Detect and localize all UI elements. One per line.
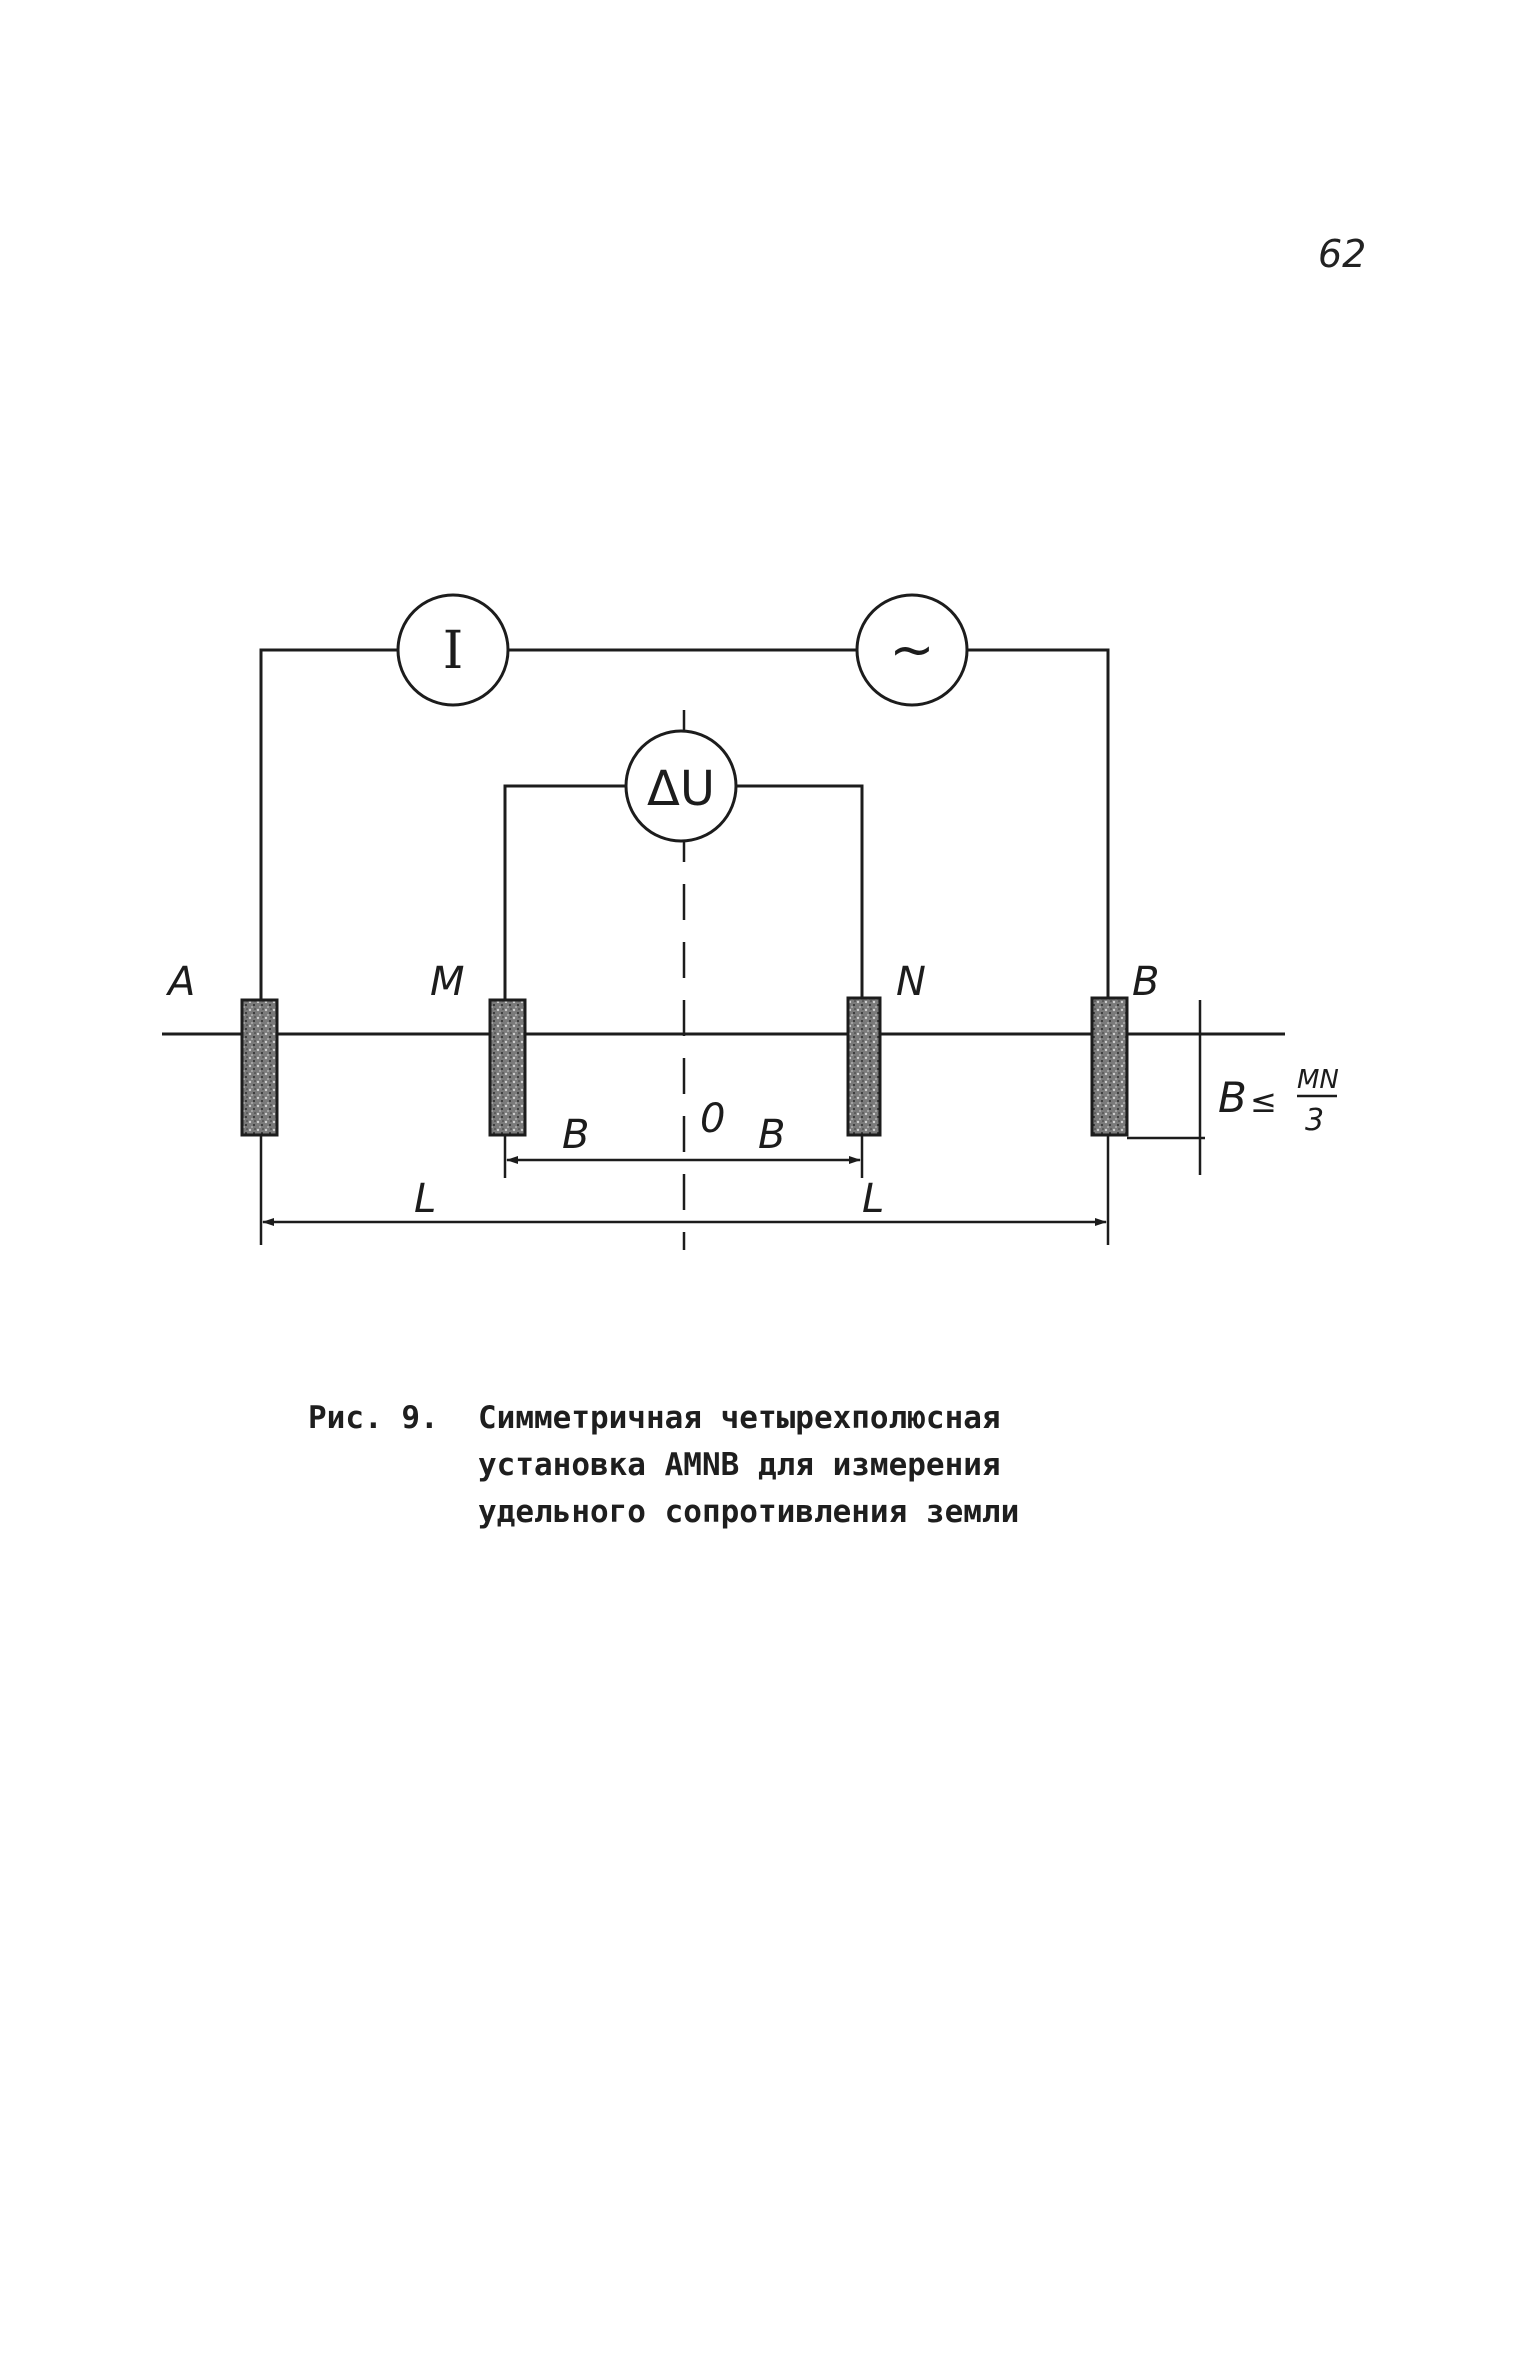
label-center: 0: [700, 1096, 725, 1142]
ammeter: I: [396, 593, 510, 707]
label-electrode-b: B: [1132, 959, 1159, 1005]
label-depth-op: ≤: [1250, 1082, 1277, 1120]
electrode-m: [488, 998, 527, 1137]
figure-caption: Рис. 9. Симметричная четырехполюсная уста…: [308, 1395, 1208, 1536]
figure-caption-text: Симметричная четырехполюсная установка A…: [478, 1400, 1020, 1530]
label-electrode-a: A: [165, 959, 195, 1005]
page-number: 62: [1318, 232, 1367, 276]
voltmeter-label: ΔU: [647, 761, 715, 817]
electrode-diagram: I ~ ΔU A M N B B 0 B L L B ≤ MN 3: [162, 593, 1339, 1250]
dimension-depth: [1127, 1000, 1337, 1175]
current-circuit-wires: [259, 648, 1110, 1000]
label-half-mn-right: B: [758, 1112, 785, 1158]
label-electrode-n: N: [896, 959, 926, 1005]
ac-source-label: ~: [889, 618, 934, 681]
label-electrode-m: M: [430, 959, 465, 1005]
voltage-circuit-wires: [503, 784, 864, 1000]
label-half-mn-left: B: [562, 1112, 589, 1158]
ac-source: ~: [855, 593, 969, 707]
electrode-a: [240, 998, 279, 1137]
dimension-ab: [259, 1135, 1110, 1245]
label-depth-numerator: MN: [1297, 1065, 1339, 1095]
label-depth-denominator: 3: [1305, 1103, 1324, 1138]
electrode-n: [846, 996, 882, 1137]
label-depth-left: B: [1218, 1073, 1247, 1122]
label-half-ab-left: L: [414, 1176, 436, 1222]
ammeter-circle: [396, 593, 510, 707]
ac-source-circle: [855, 593, 969, 707]
label-half-ab-right: L: [862, 1176, 884, 1222]
dimension-mn: [503, 1135, 864, 1178]
voltmeter: ΔU: [624, 729, 738, 843]
figure-label: Рис. 9.: [308, 1400, 439, 1436]
electrode-b: [1090, 996, 1129, 1137]
ammeter-label: I: [443, 621, 464, 681]
voltmeter-circle: [624, 729, 738, 843]
